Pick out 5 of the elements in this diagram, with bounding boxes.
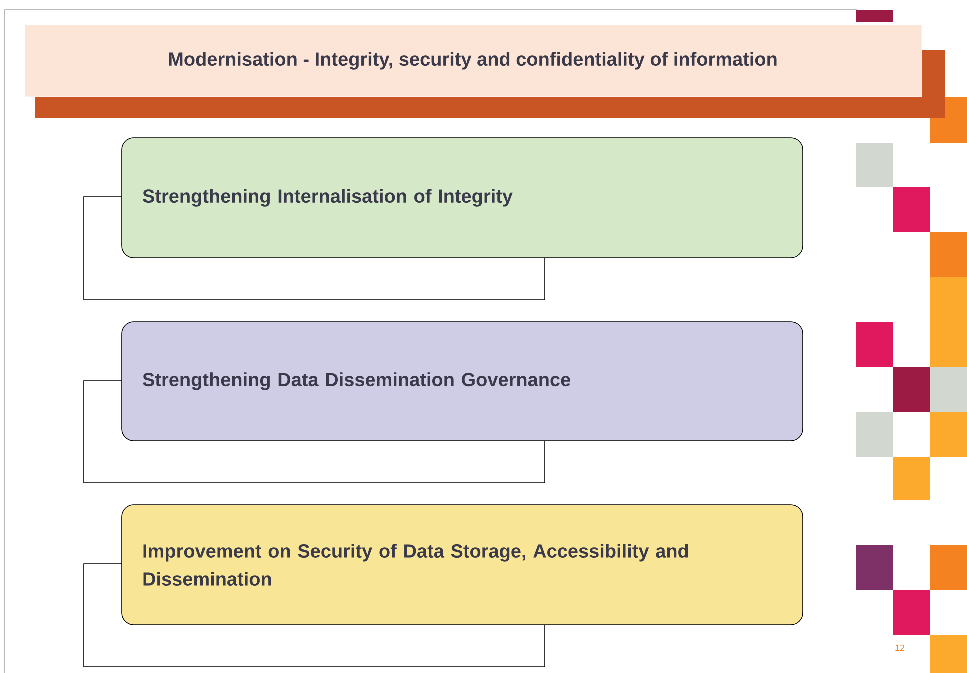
process-box: Improvement on Security of Data Storage, Accessibility and Dissemination [122, 504, 804, 626]
process-box: Strengthening Internalisation of Integrity [122, 138, 804, 258]
title-banner: Modernisation - Integrity, security and confidentiality of information [24, 24, 945, 118]
page-number: 12 [896, 644, 905, 652]
process-box: Strengthening Data Dissemination Governance [122, 322, 804, 442]
